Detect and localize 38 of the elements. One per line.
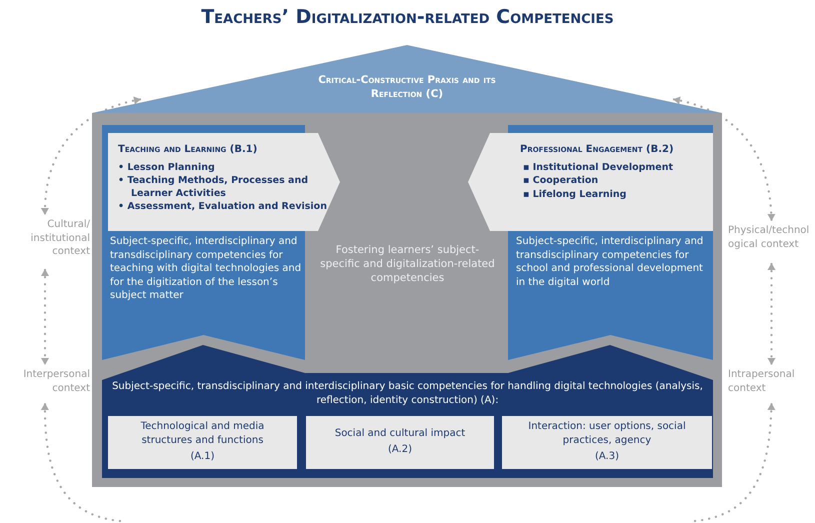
roof-triangle bbox=[92, 45, 722, 113]
competency-box bbox=[502, 416, 712, 469]
base-band bbox=[102, 345, 713, 478]
box-text: Interaction: user options, social practices, agency bbox=[527, 420, 687, 447]
bullet-item: ▪ Lifelong Learning bbox=[523, 188, 628, 202]
box-heading: Teaching and Learning (B.1) bbox=[118, 143, 258, 156]
dotted-arrow bbox=[694, 402, 776, 522]
competency-box bbox=[108, 416, 297, 469]
box-text: Social and cultural impact bbox=[334, 427, 466, 440]
arrow-box bbox=[468, 133, 713, 231]
context-label: Cultural/ institutional context bbox=[30, 218, 90, 258]
bullet-item: • Lesson Planning bbox=[118, 162, 216, 174]
box-text: Technological and media structures and functions bbox=[140, 420, 266, 447]
bullet-item: ▪ Cooperation bbox=[523, 175, 600, 188]
dotted-arrow bbox=[41, 268, 49, 366]
banner-text: Subject-specific, interdisciplinary and transdisciplinary competencies for school and professional development in the digital world bbox=[516, 235, 704, 289]
bullet-item: • Assessment, Evaluation and Revision bbox=[118, 201, 328, 214]
context-label: Interpersonal context bbox=[22, 368, 90, 395]
box-code: (A.1) bbox=[189, 450, 216, 464]
house-body bbox=[92, 113, 722, 487]
bullet-item: • Teaching Methods, Processes and Learner Activities bbox=[118, 175, 310, 200]
competency-box bbox=[306, 416, 494, 469]
context-label: Physical/technological context bbox=[728, 224, 810, 251]
box-heading: Professional Engagement (B.2) bbox=[520, 143, 675, 156]
box-code: (A.2) bbox=[386, 443, 413, 456]
roof-label: Critical-Constructive Praxis and its Reflection (C) bbox=[317, 73, 497, 102]
box-code: (A.3) bbox=[594, 450, 620, 464]
diagram-title: Teachers’ Digitalization-related Competencies bbox=[200, 6, 615, 28]
body-text: Fostering learners’ subject-specific and digitalization-related competencies bbox=[320, 243, 495, 286]
arrow-box bbox=[108, 133, 340, 231]
bullet-item: ▪ Institutional Development bbox=[523, 162, 674, 174]
dotted-arrow bbox=[41, 402, 122, 522]
dotted-arrow bbox=[672, 96, 776, 222]
band-text: Subject-specific, transdisciplinary and interdisciplinary basic competencies for handling digital technologies (analysis, reflection, identity construction) (A): bbox=[112, 380, 703, 407]
banner-text: Subject-specific, interdisciplinary and transdisciplinary competencies for teaching with digital technologies and for the digitization of the lesson’s subject matter bbox=[110, 235, 302, 302]
context-label: Intrapersonal context bbox=[728, 368, 796, 395]
dotted-arrow bbox=[768, 262, 776, 366]
dotted-arrow bbox=[41, 96, 142, 216]
